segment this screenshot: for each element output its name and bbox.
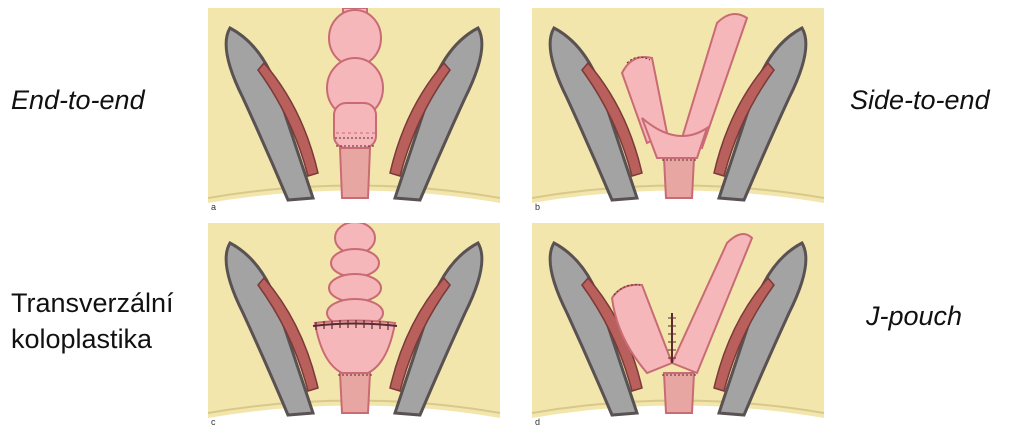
panel-letter-d: d [535, 417, 540, 427]
label-transverse-coloplasty: Transverzální koloplastika [11, 285, 174, 358]
illustration-j-pouch-svg [532, 223, 824, 428]
illustration-end-to-end: a [208, 8, 500, 213]
label-transverse-line1: Transverzální [11, 285, 174, 321]
panel-letter-a: a [211, 202, 216, 212]
colon [327, 8, 383, 148]
panel-letter-c: c [211, 417, 216, 427]
illustration-transverse-coloplasty: c [208, 223, 500, 428]
label-transverse-line2: koloplastika [11, 321, 174, 357]
illustration-transverse-coloplasty-svg [208, 223, 500, 428]
label-end-to-end: End-to-end [11, 82, 145, 118]
label-side-to-end: Side-to-end [850, 82, 990, 118]
illustration-side-to-end: b [532, 8, 824, 213]
panel-letter-b: b [535, 202, 540, 212]
illustration-side-to-end-svg [532, 8, 824, 213]
illustration-j-pouch: d [532, 223, 824, 428]
label-j-pouch: J-pouch [866, 298, 962, 334]
illustration-end-to-end-svg [208, 8, 500, 213]
